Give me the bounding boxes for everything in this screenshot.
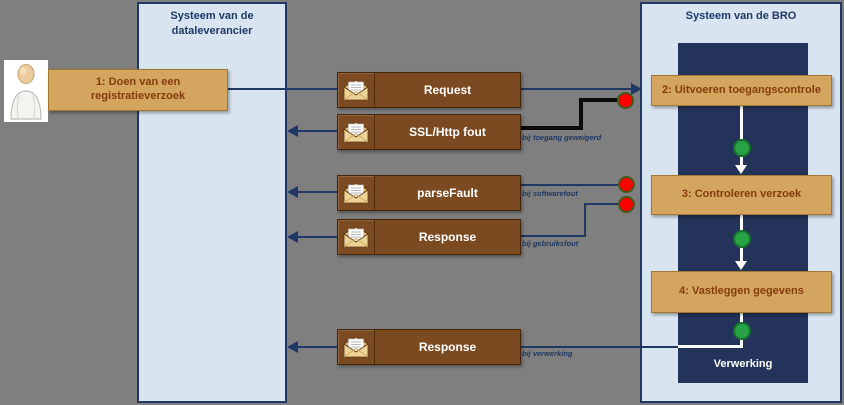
message-parsefault-label: parseFault (417, 186, 478, 200)
condition-verwerking: bij verwerking (522, 349, 573, 358)
step-4-box: 4: Vastleggen gegevens (651, 271, 832, 313)
error-connector-b (579, 98, 583, 130)
lane-dataleverancier: Systeem van de dataleverancier (137, 2, 287, 403)
message-response-verwerking: Response (337, 329, 521, 365)
lane-bro-title: Systeem van de BRO (685, 10, 797, 22)
arrow-left-icon (287, 186, 298, 198)
lane-dataleverancier-title: Systeem van de dataleverancier (139, 9, 285, 39)
message-response-validation: Response (337, 219, 521, 255)
condition-gebruiksfout: bij gebruiksfout (522, 239, 579, 248)
user-icon (10, 64, 42, 120)
error-dot-gebruiksfout (618, 196, 635, 213)
error-dot-toegangscontrole (617, 92, 634, 109)
step-3-box: 3: Controleren verzoek (651, 175, 832, 215)
arrow-left-icon (287, 341, 298, 353)
envelope-icon (338, 220, 375, 254)
connector-parsefault-to-leverancier (297, 191, 337, 193)
message-parsefault: parseFault (337, 175, 521, 211)
actor (4, 60, 48, 122)
arrow-left-icon (287, 125, 298, 137)
connector-bro-to-response1-c (521, 235, 586, 237)
error-connector-a (579, 98, 622, 102)
step-2-box: 2: Uitvoeren toegangscontrole (651, 75, 832, 106)
flow-line-step2-step3 (740, 106, 743, 166)
connector-bro-to-parsefault (521, 184, 620, 186)
connector-bro-to-response2 (521, 346, 678, 348)
error-connector-c (521, 126, 583, 130)
step-1-box: 1: Doen van een registratieverzoek (48, 69, 228, 111)
error-dot-parsefault (618, 176, 635, 193)
lane-dataleverancier-title-text: Systeem van de dataleverancier (170, 10, 254, 37)
envelope-icon (338, 176, 375, 210)
connector-response2-to-leverancier (297, 346, 337, 348)
message-request: Request (337, 72, 521, 108)
message-ssl-label: SSL/Http fout (409, 125, 486, 139)
connector-request-to-bro (521, 88, 633, 90)
message-response2-label: Response (418, 340, 477, 354)
arrow-right-icon (631, 83, 642, 95)
connector-bro-to-response1-b (584, 203, 586, 237)
connector-response1-to-leverancier (297, 236, 337, 238)
connector-ssl-to-leverancier (297, 130, 337, 132)
flow-dot-2 (733, 230, 751, 248)
envelope-icon (338, 73, 375, 107)
message-request-label: Request (423, 83, 472, 97)
condition-softwarefout: bij softwarefout (522, 189, 578, 198)
envelope-icon (338, 330, 375, 364)
flow-dot-1 (733, 139, 751, 157)
envelope-icon (338, 115, 375, 149)
connector-bro-to-response1-a (584, 203, 620, 205)
message-response1-label: Response (418, 230, 477, 244)
message-ssl-http-fout: SSL/Http fout (337, 114, 521, 150)
verwerking-label: Verwerking (713, 358, 773, 370)
flow-line-step4-left (678, 345, 742, 348)
condition-toegang-geweigerd: bij toegang geweigerd (522, 133, 602, 142)
arrow-left-icon (287, 231, 298, 243)
arrow-down-icon (735, 261, 747, 270)
flow-dot-3 (733, 322, 751, 340)
arrow-down-icon (735, 165, 747, 174)
